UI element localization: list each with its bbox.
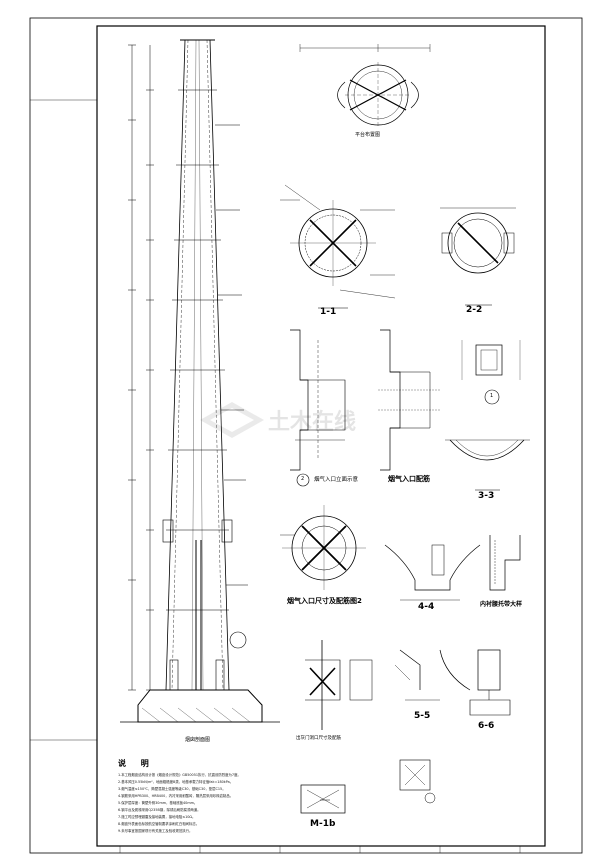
label-section-1-1: 1-1 [320, 307, 337, 317]
note-line: 8.烟囱外表面色标按航空管制要求涂刷红白相间标志。 [118, 822, 200, 826]
label-section-5-5: 5-5 [414, 711, 431, 721]
note-line: 5.保护层厚度：筒壁外侧30mm，基础底板40mm。 [118, 801, 198, 805]
label-detail-1: 1 [490, 393, 494, 399]
section-5-5 [394, 649, 471, 701]
caption-inlet-size: 烟气入口尺寸及配筋图2 [287, 597, 362, 605]
detail-1 [461, 340, 521, 405]
note-line: 4.钢筋采用HPB300、HRB400，内衬采用耐酸砖，隔热层采用珍珠岩制品。 [118, 794, 234, 798]
caption-door-opening: 出灰门洞口尺寸及配筋 [296, 736, 341, 741]
note-line: 3.烟气温度≤150℃，筒壁混凝土强度等级C30，基础C30，垫层C15。 [118, 787, 226, 791]
caption-flue-inlet-detail: 烟气入口配筋 [388, 475, 430, 483]
liner-support-detail [489, 535, 521, 591]
inlet-size-plan [280, 505, 366, 590]
label-section-3-3: 3-3 [478, 491, 495, 501]
chimney-section [120, 39, 280, 723]
section-2-2 [440, 207, 516, 306]
embedded-plate-m1b [300, 784, 346, 814]
caption-chimney-section: 烟囱剖面图 [185, 737, 211, 743]
label-section-6-6: 6-6 [478, 721, 495, 731]
section-3-3 [445, 439, 530, 491]
caption-liner-support: 内衬腰托带大样 [480, 601, 523, 608]
anchor-detail [399, 759, 436, 804]
watermark-text: 土木在线 [268, 410, 357, 435]
note-line: 9.未尽事宜按国家现行有关施工及验收规范执行。 [118, 829, 193, 833]
caption-inlet-elevation: 烟气入口立面示意 [314, 477, 359, 483]
door-opening-detail [305, 640, 373, 730]
section-6-6 [469, 649, 511, 716]
label-section-2-2: 2-2 [466, 305, 483, 315]
caption-platform-plan: 平台布置图 [355, 132, 381, 138]
watermark-logo [200, 402, 264, 438]
label-section-4-4: 4-4 [418, 602, 435, 612]
inlet-elevation [290, 329, 346, 487]
section-4-4 [384, 544, 481, 601]
inlet-reinforcement [378, 329, 440, 471]
platform-plan [299, 44, 431, 128]
note-line: 2.基本风压0.55kN/m²，地面粗糙度B类，地基承载力特征值fak=180k… [118, 780, 234, 784]
section-1-1 [280, 184, 396, 309]
note-line: 6.钢平台及爬梯采用Q235B钢，除锈后刷防腐漆两道。 [118, 808, 201, 812]
outer-border [29, 17, 583, 854]
right-leaders [215, 124, 248, 649]
label-detail-2: 2 [301, 476, 305, 482]
note-line: 1.本工程烟囱结构设计按《烟囱设计规范》GB50051执行，抗震设防烈度为7度。 [118, 773, 241, 777]
inner-border [96, 25, 546, 847]
notes-title: 说 明 [118, 759, 155, 768]
elevation-dimension [128, 44, 154, 691]
note-line: 7.施工时应预埋避雷及接地装置，接地电阻≤10Ω。 [118, 815, 196, 819]
label-m1b: M-1b [310, 819, 336, 829]
